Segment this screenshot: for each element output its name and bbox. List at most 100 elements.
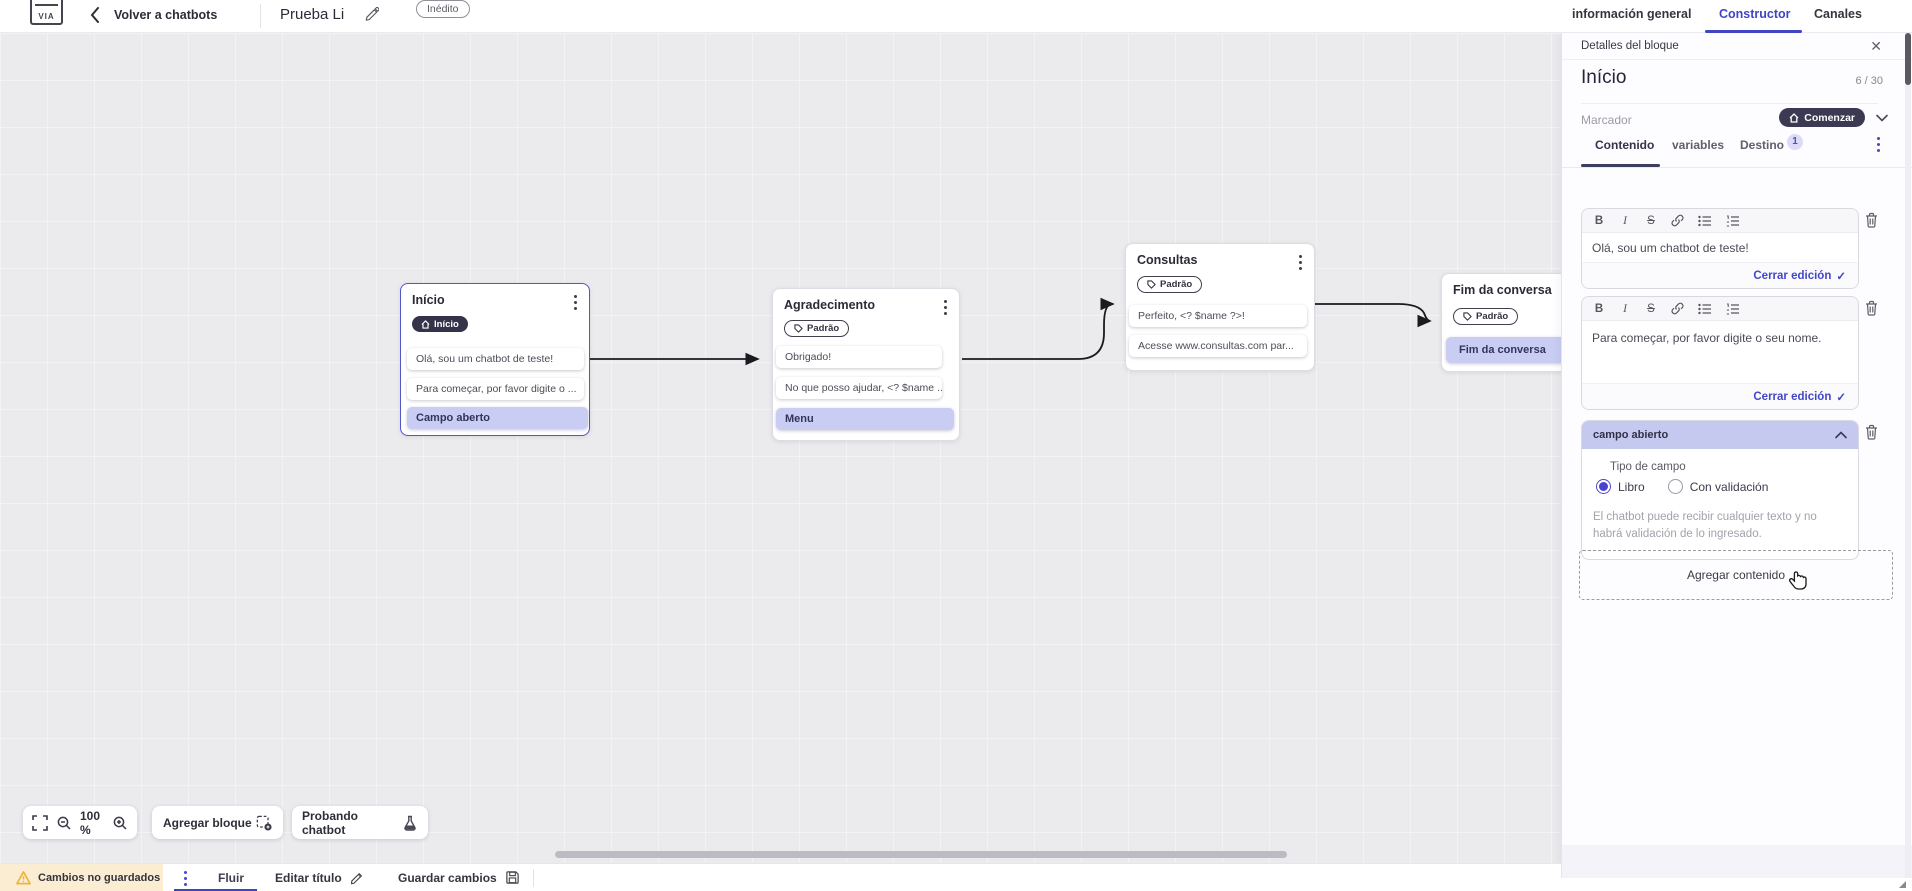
add-block-button[interactable]: Agregar bloque (152, 806, 283, 839)
italic-icon[interactable]: I (1623, 214, 1627, 227)
horizontal-scrollbar[interactable] (555, 851, 1287, 858)
node-row-message[interactable]: Olá, sou um chatbot de teste! (407, 348, 584, 370)
close-edit-button[interactable]: Cerrar edición✓ (1582, 383, 1858, 409)
open-field-header[interactable]: campo abierto (1582, 421, 1858, 449)
tab-constructor[interactable]: Constructor (1719, 7, 1791, 21)
tab-canales[interactable]: Canales (1814, 7, 1862, 21)
close-icon[interactable]: ✕ (1870, 38, 1882, 54)
check-icon: ✓ (1836, 391, 1846, 404)
delete-content-icon[interactable] (1864, 212, 1879, 228)
active-panel-tab-underline (1581, 164, 1660, 167)
flow-node-agradecimento[interactable]: Agradecimento Padrão Obrigado! No que po… (772, 288, 960, 441)
fullscreen-icon[interactable] (32, 814, 48, 831)
marker-value-button[interactable]: Comenzar (1779, 108, 1865, 127)
node-row-message[interactable]: Obrigado! (776, 346, 942, 368)
editor-text[interactable]: Olá, sou um chatbot de teste! (1582, 233, 1858, 262)
chevron-down-icon[interactable] (1876, 114, 1888, 122)
edit-title-pencil-icon[interactable] (364, 7, 379, 22)
zoom-in-icon[interactable] (112, 815, 128, 831)
save-icon (505, 871, 519, 884)
node-row-menu[interactable]: Menu (776, 408, 954, 430)
node-title: Fim da conversa (1453, 283, 1552, 297)
numbered-list-icon[interactable] (1726, 303, 1740, 315)
link-icon[interactable] (1671, 302, 1684, 315)
panel-menu-icon[interactable] (1877, 137, 1880, 152)
node-menu-icon[interactable] (1299, 255, 1302, 270)
edge-agradecimento-consultas (962, 297, 1115, 360)
bold-icon[interactable]: B (1594, 302, 1604, 315)
node-default-badge: Padrão (1137, 276, 1203, 293)
text-editor-card: B I S Olá, sou um chatbot de teste! Cerr… (1581, 208, 1859, 289)
add-content-button[interactable]: Agregar contenido (1579, 550, 1893, 600)
bottom-status-bar: Cambios no guardados Fluir Editar título… (0, 863, 1561, 891)
editor-text[interactable]: Para começar, por favor digite o seu nom… (1582, 321, 1858, 383)
save-changes-button[interactable]: Guardar cambios (398, 870, 520, 885)
node-menu-icon[interactable] (574, 295, 577, 310)
strikethrough-icon[interactable]: S (1647, 214, 1655, 227)
resize-corner-icon (1899, 881, 1906, 888)
marker-label: Marcador (1581, 113, 1632, 127)
node-row-message[interactable]: No que posso ajudar, <? $name ... (776, 377, 942, 399)
back-chevron-icon[interactable] (90, 7, 100, 23)
vertical-scrollbar-track[interactable] (1905, 33, 1911, 878)
delete-content-icon[interactable] (1864, 424, 1879, 440)
node-title: Início (412, 293, 445, 307)
node-row-message[interactable]: Acesse www.consultas.com par... (1129, 335, 1307, 357)
bold-icon[interactable]: B (1594, 214, 1604, 227)
radio-libro[interactable] (1596, 479, 1611, 494)
vertical-scrollbar-thumb[interactable] (1905, 33, 1911, 85)
node-menu-icon[interactable] (944, 300, 947, 315)
back-to-chatbots-link[interactable]: Volver a chatbots (114, 8, 218, 22)
close-edit-button[interactable]: Cerrar edición✓ (1582, 262, 1858, 288)
node-default-badge: Padrão (1453, 308, 1519, 325)
block-counter: 6 / 30 (1855, 75, 1883, 87)
tab-informacion-general[interactable]: información general (1572, 7, 1692, 21)
warning-icon (16, 871, 31, 885)
panel-tab-variables[interactable]: variables (1672, 138, 1725, 152)
flask-icon (404, 815, 416, 831)
radio-libro-label[interactable]: Libro (1618, 479, 1645, 494)
numbered-list-icon[interactable] (1726, 215, 1740, 227)
bullet-list-icon[interactable] (1698, 215, 1712, 227)
italic-icon[interactable]: I (1623, 302, 1627, 315)
top-header: VIA Volver a chatbots Prueba Li Inédito … (0, 0, 1912, 33)
flow-node-consultas[interactable]: Consultas Padrão Perfeito, <? $name ?>! … (1125, 243, 1315, 371)
field-help-text: El chatbot puede recibir cualquier texto… (1593, 511, 1817, 540)
node-row-end[interactable]: Fim da conversa (1446, 337, 1561, 363)
pencil-icon (350, 872, 362, 885)
radio-con-validacion[interactable] (1667, 479, 1683, 494)
node-row-message[interactable]: Para começar, por favor digite o ... (407, 378, 584, 400)
unsaved-changes-chip: Cambios no guardados (0, 864, 163, 891)
zoom-level: 100 % (80, 808, 101, 837)
zoom-out-icon[interactable] (56, 815, 72, 831)
edit-title-button[interactable]: Editar título (275, 871, 364, 885)
link-icon[interactable] (1671, 214, 1684, 227)
chevron-up-icon[interactable] (1835, 431, 1847, 439)
active-tab-underline (1705, 30, 1802, 33)
panel-header: Detalles del bloque ✕ (1562, 33, 1912, 60)
strikethrough-icon[interactable]: S (1647, 302, 1655, 315)
node-row-open-field[interactable]: Campo aberto (407, 407, 588, 429)
node-row-message[interactable]: Perfeito, <? $name ?>! (1129, 305, 1307, 327)
panel-tab-destino[interactable]: Destino (1740, 138, 1785, 152)
block-details-panel: Detalles del bloque ✕ Início 6 / 30 Marc… (1561, 33, 1912, 878)
app-logo-icon: VIA (30, 0, 63, 25)
test-chatbot-button[interactable]: Probando chatbot (292, 806, 428, 839)
flow-canvas[interactable]: Início Início Olá, sou um chatbot de tes… (0, 33, 1561, 863)
delete-content-icon[interactable] (1864, 300, 1879, 316)
text-editor-card: B I S Para começar, por favor digite o s… (1581, 296, 1859, 410)
open-field-section: campo abierto Tipo de campo Libro Con va… (1581, 420, 1859, 560)
flow-node-inicio[interactable]: Início Início Olá, sou um chatbot de tes… (400, 283, 590, 436)
status-badge: Inédito (416, 0, 470, 18)
flow-menu-icon[interactable] (184, 871, 187, 886)
flow-node-fim-da-conversa[interactable]: Fim da conversa Padrão Fim da conversa (1441, 273, 1561, 372)
editor-toolbar: B I S (1582, 209, 1858, 233)
tag-icon (1463, 312, 1472, 321)
node-title: Consultas (1137, 253, 1198, 267)
panel-tab-contenido[interactable]: Contenido (1595, 138, 1655, 152)
bullet-list-icon[interactable] (1698, 303, 1712, 315)
flow-tab[interactable]: Fluir (218, 871, 244, 885)
destino-count-badge: 1 (1787, 134, 1803, 150)
radio-con-validacion-label[interactable]: Con validación (1689, 479, 1769, 494)
tag-icon (1147, 280, 1156, 289)
